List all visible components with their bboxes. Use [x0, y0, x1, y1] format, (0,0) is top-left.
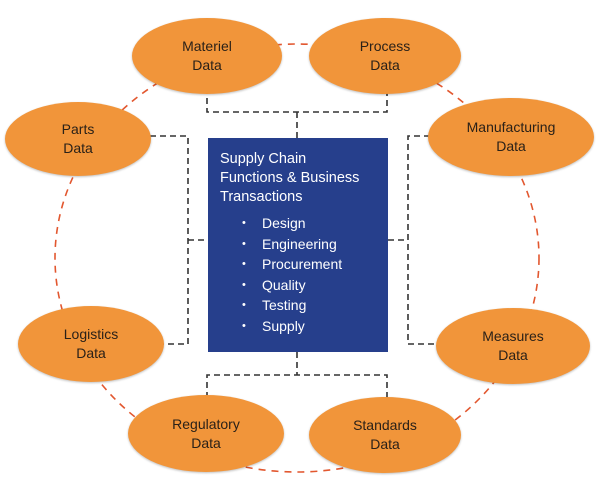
- node-parts-data: Parts Data: [5, 102, 151, 176]
- node-materiel-data: Materiel Data: [132, 18, 282, 94]
- bullet: •: [242, 237, 246, 250]
- node-label: Manufacturing Data: [466, 119, 556, 154]
- list-item: • Procurement: [242, 254, 374, 275]
- connector-right: [407, 135, 438, 345]
- list-item-label: Engineering: [262, 235, 337, 252]
- list-item-label: Testing: [262, 297, 307, 313]
- outer-ring: [54, 43, 540, 473]
- node-label: Materiel Data: [182, 38, 232, 73]
- bullet: •: [242, 217, 246, 229]
- node-process-data: Process Data: [309, 18, 461, 94]
- list-item-label: Procurement: [262, 256, 343, 272]
- connector-left: [130, 135, 189, 345]
- node-label: Standards Data: [353, 417, 417, 452]
- node-logistics-data: Logistics Data: [18, 306, 164, 382]
- bullet: •: [242, 278, 246, 291]
- list-item-label: Supply: [262, 317, 305, 334]
- list-item: • Testing: [242, 295, 374, 316]
- center-title: Supply Chain Functions & Business Transa…: [220, 151, 360, 205]
- list-item-label: Design: [262, 215, 306, 231]
- node-measures-data: Measures Data: [436, 308, 590, 384]
- node-label: Measures Data: [482, 328, 544, 363]
- node-manufacturing-data: Manufacturing Data: [428, 98, 594, 176]
- center-box: Supply Chain Functions & Business Transa…: [208, 138, 388, 352]
- list-item: • Quality: [242, 275, 374, 296]
- bullet: •: [242, 299, 246, 311]
- list-item-label: Quality: [262, 276, 306, 293]
- node-label: Logistics Data: [63, 326, 119, 361]
- bullet: •: [242, 258, 246, 270]
- node-label: Regulatory Data: [172, 415, 240, 451]
- node-label: Process Data: [359, 38, 411, 73]
- function-list: • Design • Engineering • Procurement • Quali…: [220, 213, 374, 336]
- node-regulatory-data: Regulatory Data: [128, 395, 284, 472]
- list-item: • Supply: [242, 316, 374, 337]
- node-standards-data: Standards Data: [309, 397, 461, 473]
- node-label: Parts Data: [61, 121, 95, 156]
- bullet: •: [242, 319, 246, 332]
- list-item: • Engineering: [242, 234, 374, 255]
- list-item: • Design: [242, 213, 374, 234]
